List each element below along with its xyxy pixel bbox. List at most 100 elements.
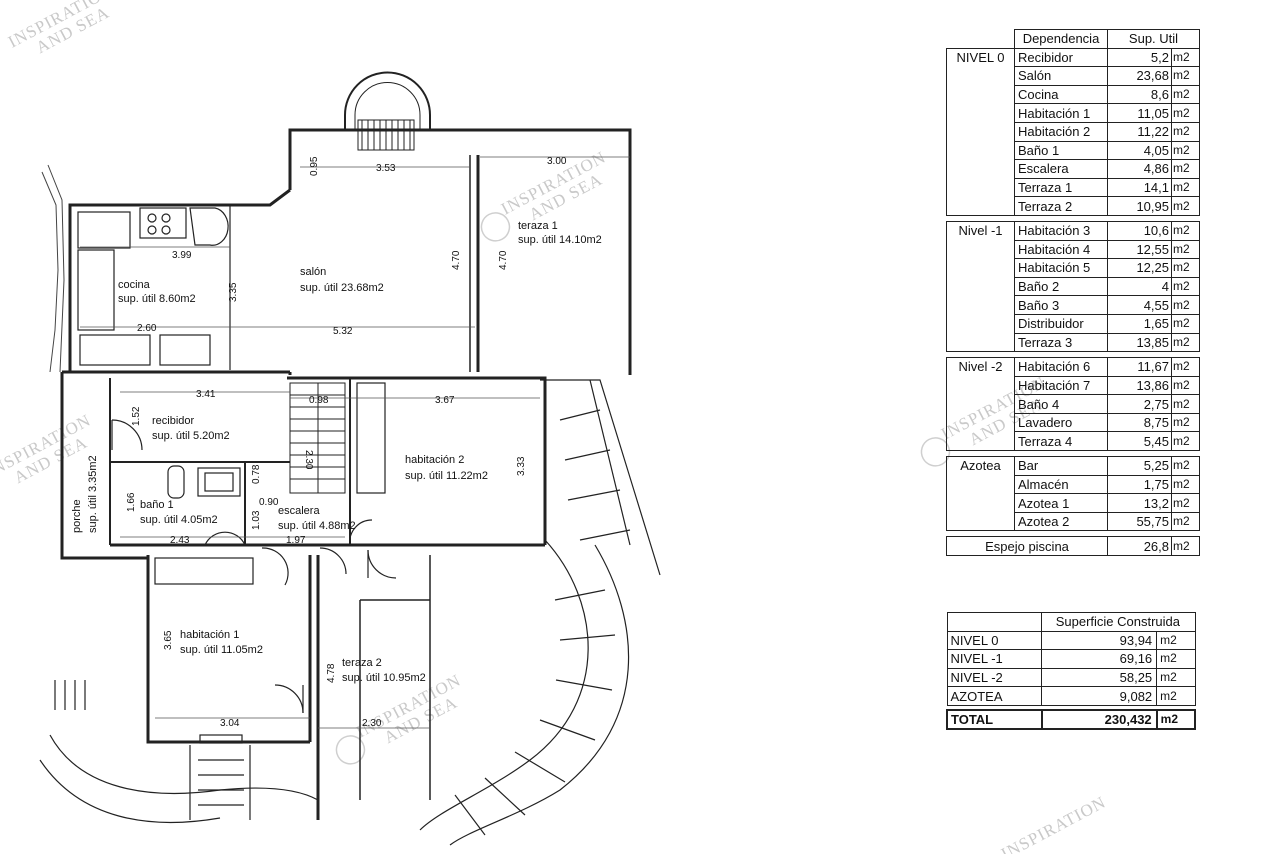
room-name: Lavadero [1014,412,1108,433]
svg-text:3.35: 3.35 [228,282,239,302]
room-area: 14,1 [1107,177,1172,198]
room-name: Terraza 1 [1014,177,1108,198]
room-area: 5,2 [1107,47,1172,68]
room-label-escalera: escalera sup. útil 4.88m2 [278,505,356,532]
table-row: Azotea Bar 5,25 m2 [946,456,1200,532]
room-name: Azotea 1 [1014,493,1108,513]
svg-text:sup. útil 11.22m2: sup. útil 11.22m2 [405,470,488,482]
left-edge-lines [41,164,65,373]
room-area: 2,75 [1107,394,1172,414]
svg-text:sup. útil 4.05m2: sup. útil 4.05m2 [140,514,218,526]
room-name: Habitación 6 [1014,357,1108,377]
built-level: NIVEL -2 [946,667,1043,688]
svg-text:porche: porche [71,499,83,533]
room-unit: m2 [1171,332,1200,353]
svg-text:salón: salón [300,266,326,278]
walls [60,128,632,820]
room-name: Azotea 2 [1014,511,1108,532]
built-unit: m2 [1156,667,1196,688]
room-unit: m2 [1171,456,1200,476]
room-unit: m2 [1171,493,1200,513]
room-label-terraza-2: teraza 2 sup. útil 10.95m2 [342,657,426,684]
pool-mirror-unit: m2 [1171,536,1200,557]
room-unit: m2 [1171,177,1200,198]
svg-text:3.33: 3.33 [516,456,527,476]
svg-text:3.67: 3.67 [435,395,455,406]
room-area: 12,55 [1107,239,1172,260]
room-label-cocina: cocina sup. útil 8.60m2 [118,279,196,305]
pool-mirror-value: 26,8 [1107,536,1172,557]
svg-text:sup. útil 3.35m2: sup. útil 3.35m2 [87,455,99,533]
room-unit: m2 [1171,258,1200,278]
doors [111,419,397,714]
room-unit: m2 [1171,140,1200,161]
wardrobes [154,382,386,744]
pool-mirror-label: Espejo piscina [946,536,1108,557]
svg-text:0.98: 0.98 [309,395,329,406]
level-label: Nivel -2 [946,357,1015,452]
svg-text:3.41: 3.41 [196,389,216,400]
room-area: 1,65 [1107,313,1172,334]
room-name: Baño 3 [1014,295,1108,315]
svg-text:teraza 1: teraza 1 [518,220,558,232]
svg-text:sup. útil 14.10m2: sup. útil 14.10m2 [518,234,602,246]
room-unit: m2 [1171,313,1200,334]
room-area: 55,75 [1107,511,1172,532]
room-unit: m2 [1171,276,1200,297]
room-unit: m2 [1171,511,1200,532]
room-area: 13,85 [1107,332,1172,353]
built-value: 93,94 [1041,630,1158,651]
room-area: 4,05 [1107,140,1172,161]
svg-text:habitación 2: habitación 2 [405,454,464,466]
room-unit: m2 [1171,239,1200,260]
kitchen-fixtures [77,205,231,370]
room-name: Recibidor [1014,47,1108,68]
svg-text:3.00: 3.00 [547,156,567,167]
built-value: 58,25 [1041,667,1158,688]
room-name: Habitación 7 [1014,375,1108,396]
svg-text:teraza 2: teraza 2 [342,657,382,669]
built-level: AZOTEA [946,686,1043,706]
svg-text:sup. útil 8.60m2: sup. útil 8.60m2 [118,293,196,305]
svg-text:cocina: cocina [118,279,151,291]
total-label: TOTAL [946,709,1043,731]
bathroom-fixtures [167,465,241,499]
room-unit: m2 [1171,295,1200,315]
svg-text:sup. útil 23.68m2: sup. útil 23.68m2 [300,282,384,294]
room-area: 10,6 [1107,220,1172,241]
built-unit: m2 [1156,649,1196,669]
svg-text:sup. útil 5.20m2: sup. útil 5.20m2 [152,430,230,442]
total-value: 230,432 [1040,709,1158,731]
built-value: 69,16 [1041,649,1158,669]
svg-text:INSPIRATION: INSPIRATION [998,792,1109,854]
room-unit: m2 [1171,103,1200,123]
interior-stairs [289,382,346,494]
svg-text:sup. útil 4.88m2: sup. útil 4.88m2 [278,520,356,532]
room-unit: m2 [1171,220,1200,241]
header-sup-util: Sup. Util [1107,29,1200,49]
built-area-table: Superficie Construida NIVEL 0 93,94 m2 N… [946,612,1197,731]
table-row: NIVEL -2 58,25 m2 [946,667,1196,688]
room-area: 11,22 [1107,121,1172,142]
room-unit: m2 [1171,357,1200,377]
room-label-habitacion-2: habitación 2 sup. útil 11.22m2 [405,454,488,482]
room-name: Habitación 1 [1014,103,1108,123]
room-name: Baño 4 [1014,394,1108,414]
room-area: 23,68 [1107,66,1172,86]
table-row: Nivel -1 Habitación 3 10,6 m2 [946,220,1200,353]
svg-text:1.66: 1.66 [126,492,137,512]
table-row: NIVEL 0 93,94 m2 [946,630,1196,651]
built-level: NIVEL 0 [946,630,1043,651]
room-unit: m2 [1171,394,1200,414]
pool-mirror-row: Espejo piscina 26,8 m2 [946,536,1200,557]
